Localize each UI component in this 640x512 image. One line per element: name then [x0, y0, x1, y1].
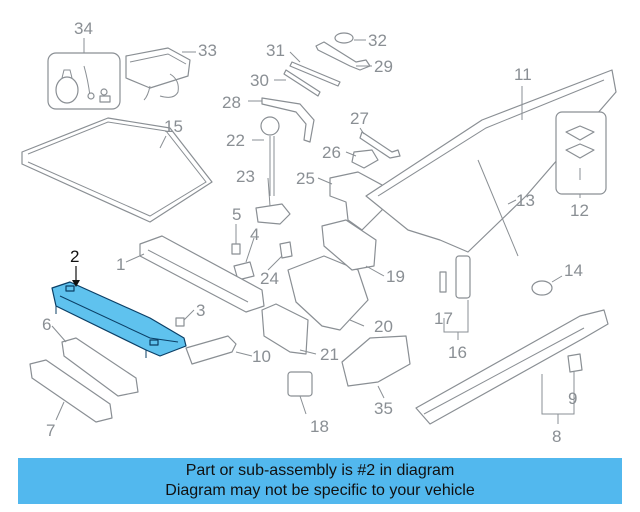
callout-15: 15: [164, 117, 183, 136]
callout-30: 30: [250, 71, 269, 90]
part-28-handle: [261, 97, 315, 143]
part-2-highlighted: [51, 281, 187, 357]
part-21: [261, 303, 309, 355]
callout-3: 3: [196, 301, 205, 320]
callout-6: 6: [42, 315, 51, 334]
part-14: [531, 280, 553, 296]
part-9-clip: [567, 353, 583, 373]
callout-20: 20: [374, 317, 393, 336]
callout-22: 22: [226, 131, 245, 150]
part-6: [61, 337, 139, 397]
callout-32: 32: [368, 31, 387, 50]
callout-4: 4: [250, 225, 259, 244]
callout-12: 12: [570, 201, 589, 220]
info-banner-line-1: Part or sub-assembly is #2 in diagram: [185, 462, 455, 479]
callout-9: 9: [568, 389, 577, 408]
callout-23: 23: [236, 167, 255, 186]
callout-1: 1: [116, 255, 125, 274]
part-32-hook: [334, 32, 354, 44]
callout-28: 28: [222, 93, 241, 112]
part-11-trunk-lid: [365, 69, 617, 253]
callout-13: 13: [516, 191, 535, 210]
callout-7: 7: [46, 421, 55, 440]
part-16-latch: [455, 255, 471, 299]
callout-18: 18: [310, 417, 329, 436]
callout-17: 17: [434, 309, 453, 328]
callout-19: 19: [386, 267, 405, 286]
part-26-clip: [351, 149, 379, 169]
callout-33: 33: [198, 41, 217, 60]
part-23-nut: [255, 203, 291, 225]
callout-11: 11: [514, 65, 532, 84]
part-10: [185, 335, 237, 365]
part-7: [29, 359, 113, 423]
callout-2: 2: [70, 247, 79, 266]
part-19: [321, 219, 377, 271]
part-22-jack: [260, 116, 280, 136]
callout-25: 25: [296, 169, 315, 188]
callout-24: 24: [260, 269, 279, 288]
callout-10: 10: [252, 347, 271, 366]
callout-31: 31: [266, 41, 285, 60]
callout-27: 27: [350, 109, 369, 128]
info-banner: Part or sub-assembly is #2 in diagram Di…: [18, 458, 622, 504]
callout-5: 5: [232, 205, 241, 224]
info-banner-line-2: Diagram may not be specific to your vehi…: [165, 482, 475, 499]
part-4-clip: [233, 261, 255, 281]
parts-diagram: 1 2 3 4 5 6 7 8 9 10 11 12 13 14 15 16 1…: [21, 19, 617, 446]
part-18: [287, 371, 313, 397]
part-20: [287, 255, 369, 331]
callout-35: 35: [374, 399, 393, 418]
callout-21: 21: [320, 345, 339, 364]
callout-16: 16: [448, 343, 467, 362]
callout-8: 8: [552, 427, 561, 446]
callout-14: 14: [564, 261, 583, 280]
callout-26: 26: [322, 143, 341, 162]
callout-29: 29: [374, 57, 393, 76]
callout-34: 34: [74, 19, 93, 38]
part-33-compressor: [125, 47, 191, 89]
part-35: [341, 335, 411, 387]
part-15-floor-panel: [21, 117, 213, 223]
part-13-strut: [477, 159, 519, 257]
